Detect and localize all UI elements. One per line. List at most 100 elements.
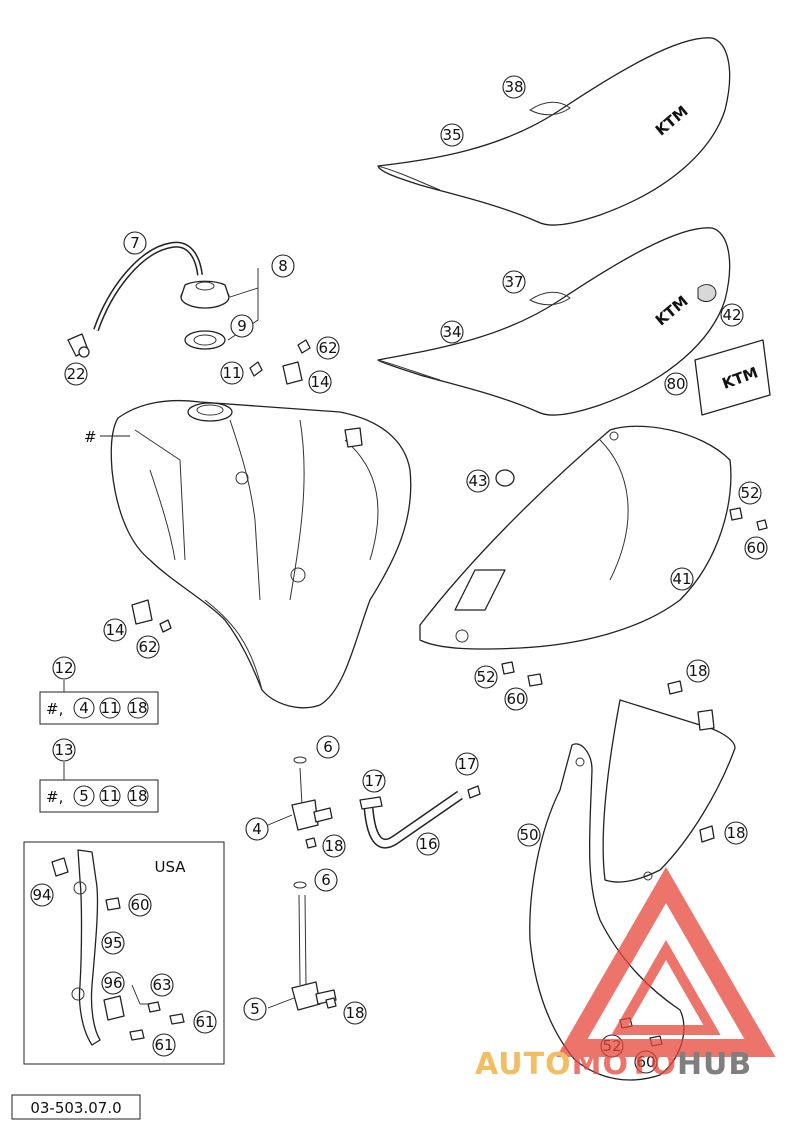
callout-18a: 18 <box>686 659 710 683</box>
usa-inset: USA <box>23 841 225 1065</box>
kit12-item-1: 4 <box>79 699 89 717</box>
svg-text:80: 80 <box>666 375 685 393</box>
callout-18c: 18 <box>724 821 748 845</box>
decal-80: KTM <box>694 339 771 416</box>
svg-text:38: 38 <box>504 78 523 96</box>
callout-38: 38 <box>502 75 526 99</box>
watermark-part-1: AUTO <box>475 1047 572 1082</box>
svg-text:50: 50 <box>519 826 538 844</box>
callout-9: 9 <box>230 314 254 338</box>
svg-text:5: 5 <box>250 1000 260 1018</box>
svg-text:52: 52 <box>740 484 759 502</box>
watermark-logo: AUTOMOTOHUB <box>475 866 776 1082</box>
svg-text:7: 7 <box>130 234 140 252</box>
callout-80: 80 <box>664 372 688 396</box>
callout-17a: 17 <box>362 769 386 793</box>
callout-18d: 18 <box>343 1001 367 1025</box>
callout-62b: 62 <box>136 635 160 659</box>
kit13-item-1: 5 <box>79 787 89 805</box>
callout-50: 50 <box>517 823 541 847</box>
usa-label: USA <box>154 858 186 876</box>
kit12-item-3: 18 <box>128 699 147 717</box>
callout-60b: 60 <box>504 687 528 711</box>
svg-text:95: 95 <box>103 934 122 952</box>
svg-text:12: 12 <box>54 659 73 677</box>
fuel-tap-5 <box>267 881 337 1011</box>
svg-text:52: 52 <box>476 668 495 686</box>
callout-11: 11 <box>220 361 244 385</box>
fuel-tap-4 <box>267 756 333 849</box>
callout-60a: 60 <box>744 536 768 560</box>
svg-text:9: 9 <box>237 317 247 335</box>
kit-box-13: #, 5 11 18 <box>39 762 159 813</box>
callout-13: 13 <box>52 738 76 762</box>
tank-hash-label: # <box>84 428 97 446</box>
svg-text:61: 61 <box>195 1013 214 1031</box>
svg-text:42: 42 <box>722 306 741 324</box>
svg-text:17: 17 <box>457 755 476 773</box>
callout-14a: 14 <box>308 370 332 394</box>
svg-text:60: 60 <box>746 539 765 557</box>
callout-12: 12 <box>52 656 76 680</box>
callout-14b: 14 <box>103 618 127 642</box>
callout-35: 35 <box>440 123 464 147</box>
svg-text:4: 4 <box>252 820 262 838</box>
svg-text:13: 13 <box>54 741 73 759</box>
drawing-number: 03-503.07.0 <box>30 1099 121 1117</box>
svg-text:17: 17 <box>364 772 383 790</box>
svg-text:6: 6 <box>323 738 333 756</box>
seat-upper: KTM <box>377 37 731 226</box>
callout-52a: 52 <box>738 481 762 505</box>
svg-text:62: 62 <box>138 638 157 656</box>
svg-text:18: 18 <box>324 837 343 855</box>
callout-52b: 52 <box>474 665 498 689</box>
watermark-part-2: MOTO <box>572 1047 677 1082</box>
fuel-tank <box>100 399 412 709</box>
callout-41: 41 <box>670 567 694 591</box>
kit13-prefix: #, <box>46 788 63 806</box>
watermark-part-3: HUB <box>677 1047 752 1082</box>
callout-37: 37 <box>502 270 526 294</box>
callouts: 38 35 37 34 42 80 7 8 9 62 22 11 14 43 5… <box>30 75 768 1074</box>
callout-34: 34 <box>440 320 464 344</box>
svg-text:11: 11 <box>222 364 241 382</box>
callout-94: 94 <box>30 883 54 907</box>
watermark-text: AUTOMOTOHUB <box>475 1047 752 1082</box>
kit-box-12: #, 4 11 18 <box>39 680 159 725</box>
callout-6a: 6 <box>316 735 340 759</box>
svg-text:96: 96 <box>103 974 122 992</box>
svg-text:94: 94 <box>32 886 51 904</box>
callout-6b: 6 <box>314 868 338 892</box>
callout-61b: 61 <box>152 1033 176 1057</box>
callout-63: 63 <box>150 973 174 997</box>
callout-5: 5 <box>243 997 267 1021</box>
svg-text:16: 16 <box>418 835 437 853</box>
callout-17b: 17 <box>455 752 479 776</box>
callout-18b: 18 <box>322 834 346 858</box>
callout-60c: 60 <box>128 893 152 917</box>
seat-bracket-42 <box>697 284 717 302</box>
svg-text:41: 41 <box>672 570 691 588</box>
svg-text:34: 34 <box>442 323 461 341</box>
fuel-cap-assembly <box>93 241 259 350</box>
callout-43: 43 <box>466 469 490 493</box>
svg-text:63: 63 <box>152 976 171 994</box>
svg-text:14: 14 <box>105 621 124 639</box>
small-fittings <box>67 333 311 633</box>
kit12-prefix: #, <box>46 700 63 718</box>
callout-95: 95 <box>101 931 125 955</box>
fuel-hose-16 <box>359 785 481 849</box>
callout-42: 42 <box>720 303 744 327</box>
kit13-item-3: 18 <box>128 787 147 805</box>
callout-22: 22 <box>64 362 88 386</box>
callout-8: 8 <box>271 254 295 278</box>
svg-text:18: 18 <box>726 824 745 842</box>
callout-7: 7 <box>123 231 147 255</box>
svg-text:60: 60 <box>130 896 149 914</box>
drawing-number-box: 03-503.07.0 <box>11 1094 141 1120</box>
radiator-shroud <box>419 425 768 695</box>
svg-text:60: 60 <box>636 1053 655 1071</box>
callout-4: 4 <box>245 817 269 841</box>
svg-text:14: 14 <box>310 373 329 391</box>
